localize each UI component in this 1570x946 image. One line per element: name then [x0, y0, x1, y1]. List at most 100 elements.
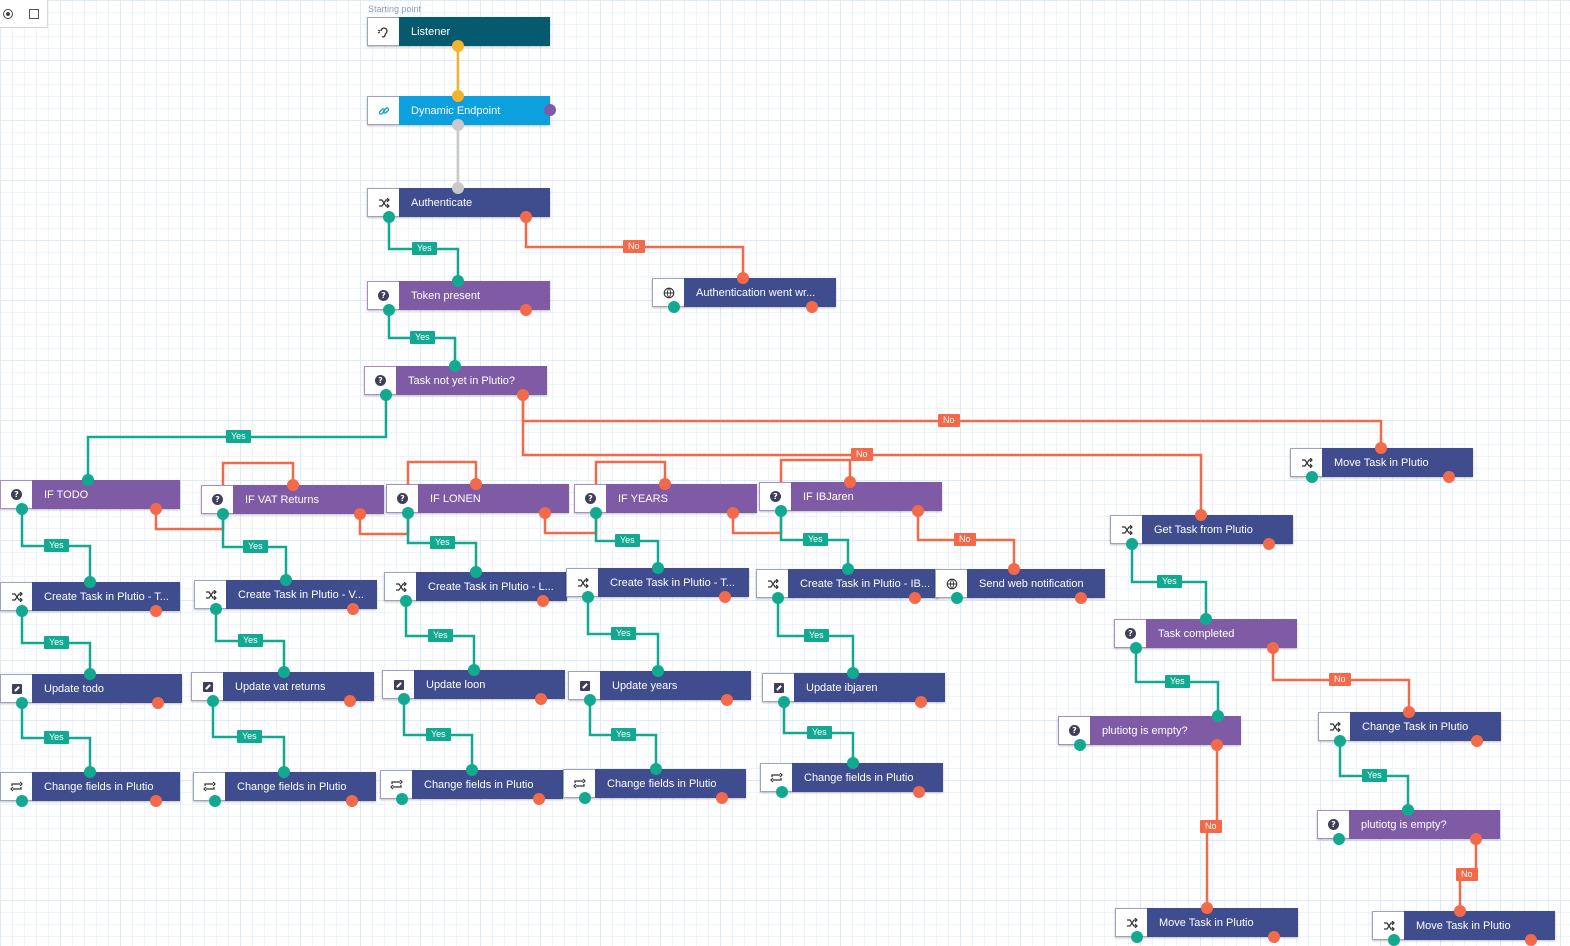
yes-port-upd-todo[interactable]: [16, 697, 28, 709]
no-port-empty1[interactable]: [1211, 739, 1223, 751]
no-port-ifyears[interactable]: [727, 507, 739, 519]
yes-port-movetask2[interactable]: [1131, 931, 1143, 943]
input-port-upd-years[interactable]: [652, 665, 664, 677]
no-port-cf-vat[interactable]: [346, 795, 358, 807]
yes-port-autherr[interactable]: [668, 301, 680, 313]
yes-port-cf-todo[interactable]: [16, 795, 28, 807]
yes-port-empty1[interactable]: [1074, 739, 1086, 751]
input-port-movetask3[interactable]: [1454, 905, 1466, 917]
yes-port-webnotif[interactable]: [951, 592, 963, 604]
yes-port-gettask[interactable]: [1126, 538, 1138, 550]
input-port-token[interactable]: [452, 275, 464, 287]
yes-port-ifvat[interactable]: [217, 508, 229, 520]
input-port-movetask2[interactable]: [1201, 902, 1213, 914]
yes-port-ct-todo[interactable]: [16, 605, 28, 617]
input-port-taskcompleted[interactable]: [1200, 613, 1212, 625]
no-port-ct-vat[interactable]: [347, 603, 359, 615]
input-port-iftodo[interactable]: [82, 474, 94, 486]
no-port-cf-loon[interactable]: [533, 793, 545, 805]
input-port-upd-loon[interactable]: [468, 664, 480, 676]
node-notyet[interactable]: ?Task not yet in Plutio?: [364, 366, 547, 395]
yes-port-taskcompleted[interactable]: [1130, 642, 1142, 654]
yes-port-token[interactable]: [383, 304, 395, 316]
no-port-ct-todo[interactable]: [150, 605, 162, 617]
no-port-token[interactable]: [520, 304, 532, 316]
yes-port-changetask[interactable]: [1334, 735, 1346, 747]
input-port-ct-todo[interactable]: [84, 576, 96, 588]
input-port-webnotif[interactable]: [1008, 563, 1020, 575]
yes-port-ct-ib[interactable]: [772, 592, 784, 604]
input-port-autherr[interactable]: [737, 272, 749, 284]
no-port-upd-loon[interactable]: [535, 693, 547, 705]
input-port-empty1[interactable]: [1212, 710, 1224, 722]
yes-port-ifibjaren[interactable]: [775, 505, 787, 517]
input-port-cf-loon[interactable]: [466, 764, 478, 776]
node-listener[interactable]: Listener: [367, 17, 550, 46]
yes-port-auth[interactable]: [383, 211, 395, 223]
input-port-upd-ib[interactable]: [847, 667, 859, 679]
yes-port-ct-years[interactable]: [582, 591, 594, 603]
no-port-cf-todo[interactable]: [150, 795, 162, 807]
input-port-ifibjaren[interactable]: [844, 476, 856, 488]
no-port-gettask[interactable]: [1263, 538, 1275, 550]
input-port-auth[interactable]: [452, 182, 464, 194]
yes-port-upd-vat[interactable]: [207, 695, 219, 707]
input-port-cf-todo[interactable]: [84, 766, 96, 778]
no-port-movetask2[interactable]: [1268, 931, 1280, 943]
input-port-ct-lonen[interactable]: [470, 566, 482, 578]
input-port-ct-ib[interactable]: [842, 563, 854, 575]
no-port-movetask1[interactable]: [1443, 471, 1455, 483]
yes-port-cf-ib[interactable]: [776, 786, 788, 798]
input-port-movetask1[interactable]: [1375, 442, 1387, 454]
input-port-endpoint[interactable]: [452, 90, 464, 102]
no-port-cf-ib[interactable]: [913, 786, 925, 798]
node-endpoint[interactable]: Dynamic Endpoint: [367, 96, 550, 125]
input-port-gettask[interactable]: [1195, 509, 1207, 521]
yes-port-cf-vat[interactable]: [209, 795, 221, 807]
input-port-empty2[interactable]: [1402, 804, 1414, 816]
yes-port-movetask1[interactable]: [1306, 471, 1318, 483]
input-port-iflonen[interactable]: [470, 478, 482, 490]
no-port-upd-todo[interactable]: [152, 697, 164, 709]
node-ct-ib[interactable]: Create Task in Plutio - IB...: [756, 569, 939, 598]
node-gettask[interactable]: Get Task from Plutio: [1110, 515, 1293, 544]
no-port-webnotif[interactable]: [1075, 592, 1087, 604]
input-port-ct-years[interactable]: [652, 562, 664, 574]
output-port-listener[interactable]: [452, 40, 464, 52]
no-port-upd-years[interactable]: [721, 694, 733, 706]
input-port-upd-vat[interactable]: [278, 666, 290, 678]
yes-port-upd-ib[interactable]: [778, 696, 790, 708]
yes-port-upd-loon[interactable]: [398, 693, 410, 705]
select-tool-button[interactable]: [27, 7, 41, 21]
input-port-notyet[interactable]: [449, 360, 461, 372]
no-port-ct-years[interactable]: [719, 591, 731, 603]
no-port-empty2[interactable]: [1470, 833, 1482, 845]
input-port-ct-vat[interactable]: [280, 574, 292, 586]
no-port-ifvat[interactable]: [354, 508, 366, 520]
input-port-cf-vat[interactable]: [278, 766, 290, 778]
yes-port-ifyears[interactable]: [590, 507, 602, 519]
no-port-upd-ib[interactable]: [915, 696, 927, 708]
no-port-ifibjaren[interactable]: [912, 505, 924, 517]
no-port-taskcompleted[interactable]: [1267, 642, 1279, 654]
yes-port-notyet[interactable]: [380, 389, 392, 401]
no-port-iflonen[interactable]: [539, 507, 551, 519]
node-upd-vat[interactable]: Update vat returns: [191, 672, 374, 701]
no-port-changetask[interactable]: [1471, 735, 1483, 747]
no-port-auth[interactable]: [520, 211, 532, 223]
node-auth[interactable]: Authenticate: [367, 188, 550, 217]
input-port-cf-years[interactable]: [650, 763, 662, 775]
yes-port-ct-lonen[interactable]: [400, 595, 412, 607]
no-port-cf-years[interactable]: [716, 792, 728, 804]
no-port-ct-ib[interactable]: [909, 592, 921, 604]
yes-port-cf-loon[interactable]: [396, 793, 408, 805]
yes-port-empty2[interactable]: [1333, 833, 1345, 845]
target-tool-button[interactable]: [1, 7, 15, 21]
node-upd-todo[interactable]: Update todo: [0, 674, 182, 703]
node-upd-ib[interactable]: Update ibjaren: [762, 673, 945, 702]
no-port-iftodo[interactable]: [150, 503, 162, 515]
yes-port-movetask3[interactable]: [1388, 934, 1400, 946]
yes-port-iflonen[interactable]: [402, 507, 414, 519]
input-port-ifvat[interactable]: [287, 479, 299, 491]
